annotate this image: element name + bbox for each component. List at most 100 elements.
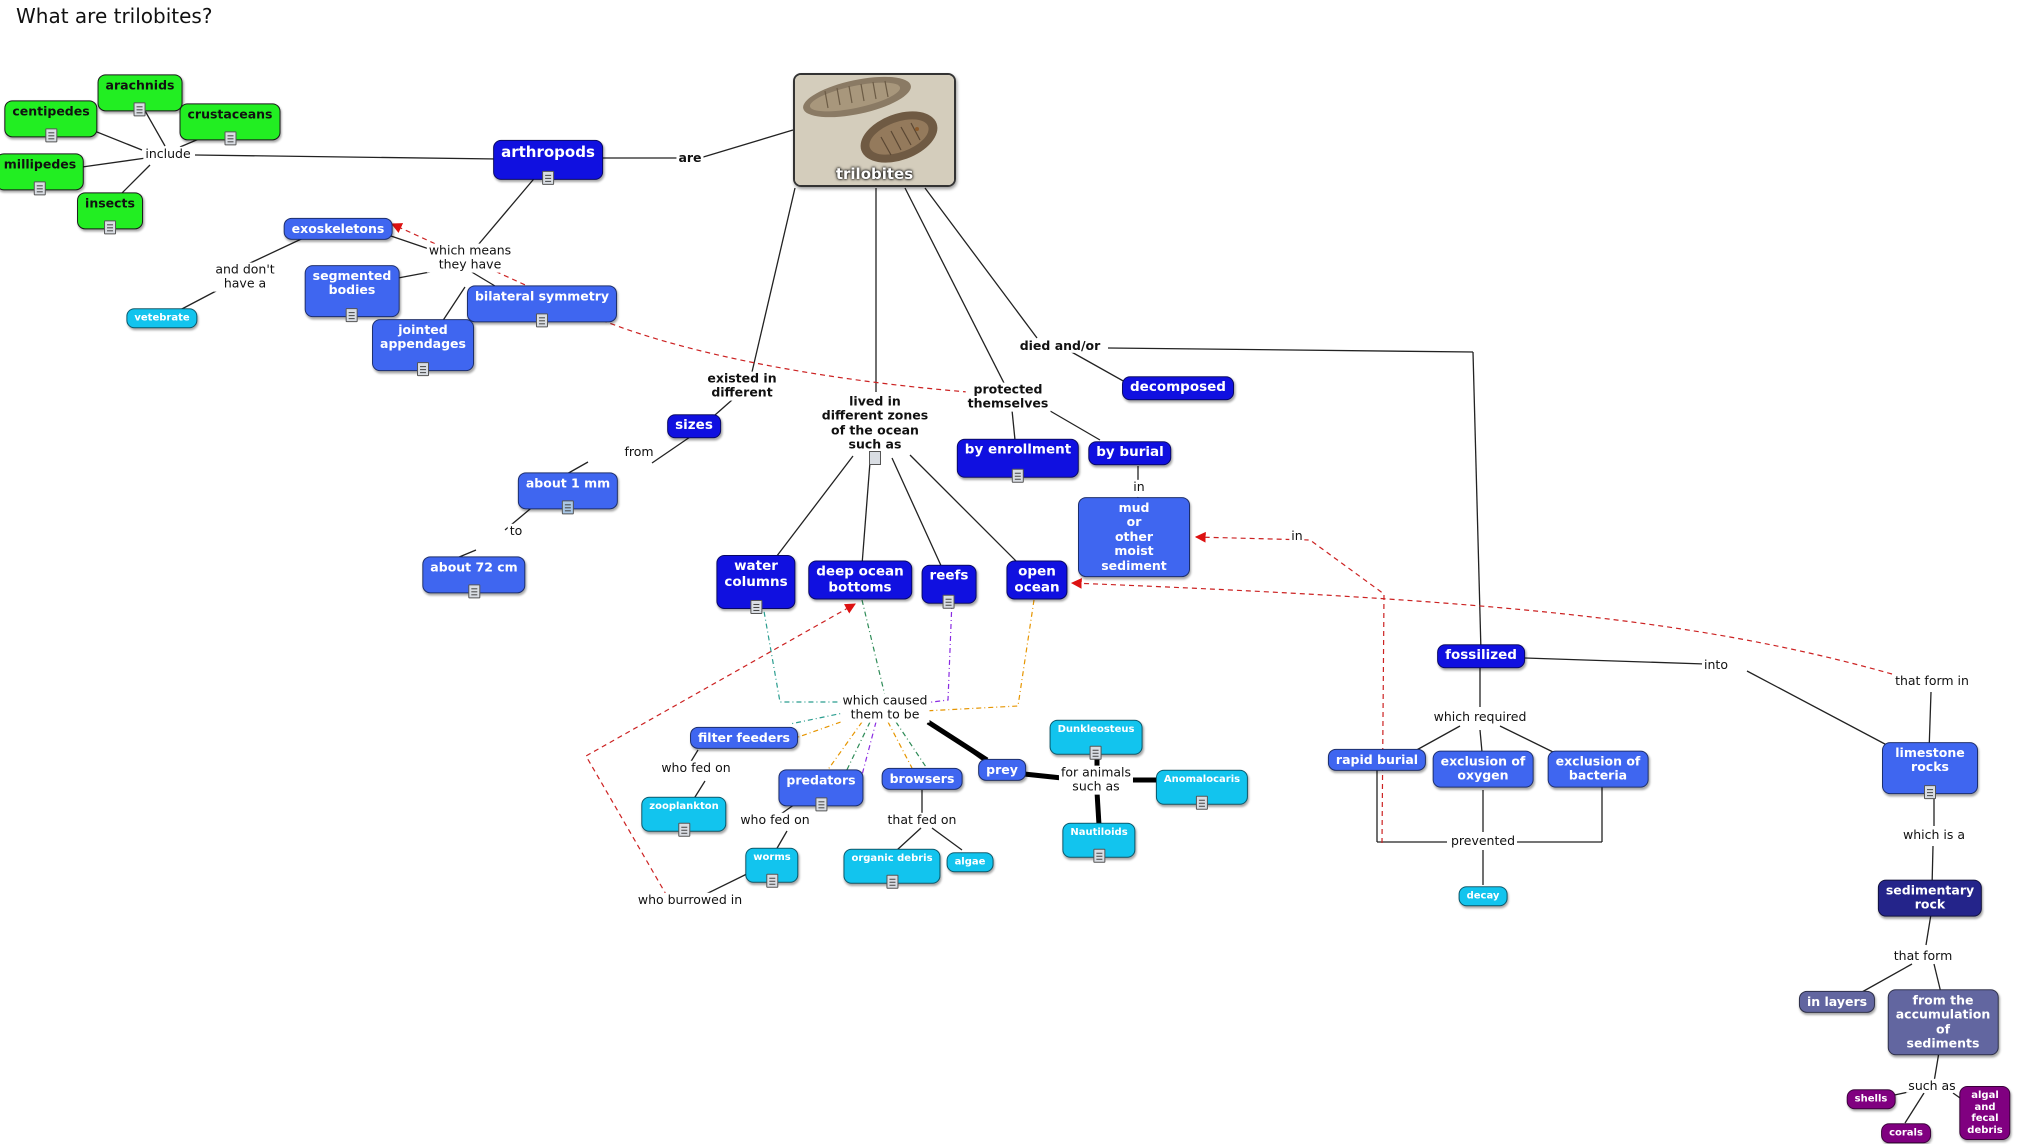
node-shells[interactable]: shells	[1846, 1089, 1896, 1109]
node-algal-and-fecal-debris[interactable]: algal and fecal debris	[1959, 1086, 2011, 1140]
document-icon[interactable]	[467, 584, 480, 599]
trilobites-node[interactable]: trilobites	[793, 73, 956, 187]
image-icon[interactable]	[561, 500, 574, 515]
node-label: about 1 mm	[525, 475, 611, 491]
document-icon[interactable]	[542, 171, 554, 186]
node-label: by burial	[1096, 444, 1164, 461]
node-by-enrollment[interactable]: by enrollment	[956, 438, 1080, 483]
node-label: sizes	[675, 417, 713, 434]
node-exoskeletons[interactable]: exoskeletons	[283, 217, 393, 241]
document-icon[interactable]	[345, 307, 358, 322]
node-anomalocaris[interactable]: Anomalocaris	[1155, 769, 1249, 810]
document-icon[interactable]	[417, 361, 429, 376]
document-icon[interactable]	[885, 874, 898, 889]
document-icon[interactable]	[765, 873, 778, 888]
node-label: organic debris	[851, 852, 933, 864]
document-icon[interactable]	[535, 313, 548, 328]
node-about-72cm[interactable]: about 72 cm	[422, 556, 526, 599]
node-accumulation-of-sediments[interactable]: from the accumulation of sediments	[1887, 989, 1999, 1055]
node-nautiloids[interactable]: Nautiloids	[1062, 822, 1136, 863]
node-label: segmented bodies	[312, 268, 392, 298]
document-icon[interactable]	[224, 131, 236, 146]
node-arachnids[interactable]: arachnids	[97, 74, 183, 117]
node-rapid-burial[interactable]: rapid burial	[1327, 748, 1427, 772]
node-label: predators	[786, 772, 856, 788]
node-label: limestone rocks	[1895, 745, 1965, 775]
node-label: sedimentary rock	[1885, 882, 1975, 912]
node-label: arachnids	[105, 77, 175, 93]
document-icon[interactable]	[814, 797, 827, 812]
node-label: vetebrate	[134, 312, 190, 324]
node-crustaceans[interactable]: crustaceans	[179, 103, 281, 146]
node-organic-debris[interactable]: organic debris	[843, 848, 941, 889]
node-water-columns[interactable]: water columns	[716, 554, 796, 615]
node-label: exclusion of oxygen	[1440, 753, 1526, 783]
node-sedimentary-rock[interactable]: sedimentary rock	[1877, 879, 1983, 917]
link-that-form-in: that form in	[1893, 672, 1971, 689]
node-label: open ocean	[1014, 563, 1060, 595]
node-exclusion-of-bacteria[interactable]: exclusion of bacteria	[1547, 750, 1649, 788]
node-mud[interactable]: mud or other moist sediment	[1078, 497, 1190, 577]
node-worms[interactable]: worms	[745, 847, 799, 888]
node-label: arthropods	[501, 142, 595, 161]
node-algae[interactable]: algae	[946, 852, 994, 872]
node-label: insects	[85, 195, 135, 211]
document-icon[interactable]	[34, 181, 46, 196]
document-icon[interactable]	[1012, 468, 1024, 483]
node-dunkleosteus[interactable]: Dunkleosteus	[1049, 719, 1143, 760]
node-fossilized[interactable]: fossilized	[1437, 644, 1525, 668]
node-decomposed[interactable]: decomposed	[1122, 376, 1234, 400]
node-millipedes[interactable]: millipedes	[0, 153, 85, 196]
node-centipedes[interactable]: centipedes	[4, 100, 98, 143]
document-icon[interactable]	[1196, 795, 1208, 810]
node-open-ocean[interactable]: open ocean	[1006, 560, 1068, 600]
node-decay[interactable]: decay	[1458, 886, 1508, 906]
node-segmented-bodies[interactable]: segmented bodies	[304, 265, 400, 322]
node-label: centipedes	[12, 103, 90, 119]
trilobites-label: trilobites	[835, 165, 914, 183]
node-predators[interactable]: predators	[778, 769, 864, 812]
document-icon[interactable]	[1093, 848, 1105, 863]
link-who-fed-on-zooplankton: who fed on	[659, 759, 733, 776]
link-protected-themselves: protected themselves	[965, 381, 1051, 412]
document-icon[interactable]	[749, 600, 762, 615]
node-label: rapid burial	[1335, 751, 1419, 767]
node-arthropods[interactable]: arthropods	[493, 139, 603, 186]
node-filter-feeders[interactable]: filter feeders	[690, 726, 798, 750]
link-which-is-a: which is a	[1900, 826, 1968, 843]
node-label: algal and fecal debris	[1967, 1090, 2003, 1136]
node-sizes[interactable]: sizes	[667, 414, 721, 438]
node-limestone-rocks[interactable]: limestone rocks	[1882, 742, 1978, 799]
node-prey[interactable]: prey	[978, 758, 1026, 782]
node-vetebrate[interactable]: vetebrate	[126, 308, 198, 328]
link-lived-in-different-zones: lived in different zones of the ocean su…	[819, 393, 931, 452]
document-icon[interactable]	[45, 128, 57, 143]
node-label: prey	[986, 761, 1018, 777]
document-icon[interactable]	[869, 451, 881, 465]
node-label: from the accumulation of sediments	[1895, 992, 1991, 1051]
node-zooplankton[interactable]: zooplankton	[641, 796, 727, 837]
document-icon[interactable]	[942, 594, 955, 609]
node-reefs[interactable]: reefs	[921, 564, 977, 609]
document-icon[interactable]	[1924, 784, 1936, 799]
node-jointed-appendages[interactable]: jointed appendages	[372, 319, 474, 376]
node-browsers[interactable]: browsers	[881, 767, 963, 791]
node-by-burial[interactable]: by burial	[1088, 441, 1172, 465]
link-to: to	[507, 522, 525, 539]
node-about-1mm[interactable]: about 1 mm	[517, 472, 619, 515]
document-icon[interactable]	[1089, 745, 1102, 760]
node-insects[interactable]: insects	[77, 192, 143, 235]
node-label: browsers	[889, 770, 955, 786]
link-that-fed-on: that fed on	[885, 811, 959, 828]
node-bilateral-symmetry[interactable]: bilateral symmetry	[466, 285, 618, 328]
node-corals[interactable]: corals	[1881, 1123, 1931, 1143]
document-icon[interactable]	[133, 102, 146, 117]
document-icon[interactable]	[104, 220, 116, 235]
document-icon[interactable]	[678, 822, 690, 837]
node-label: exclusion of bacteria	[1555, 753, 1641, 783]
node-label: corals	[1889, 1127, 1923, 1139]
node-label: decay	[1466, 890, 1500, 902]
node-in-layers[interactable]: in layers	[1798, 990, 1876, 1014]
node-exclusion-of-oxygen[interactable]: exclusion of oxygen	[1432, 750, 1534, 788]
node-deep-ocean-bottoms[interactable]: deep ocean bottoms	[808, 560, 912, 600]
